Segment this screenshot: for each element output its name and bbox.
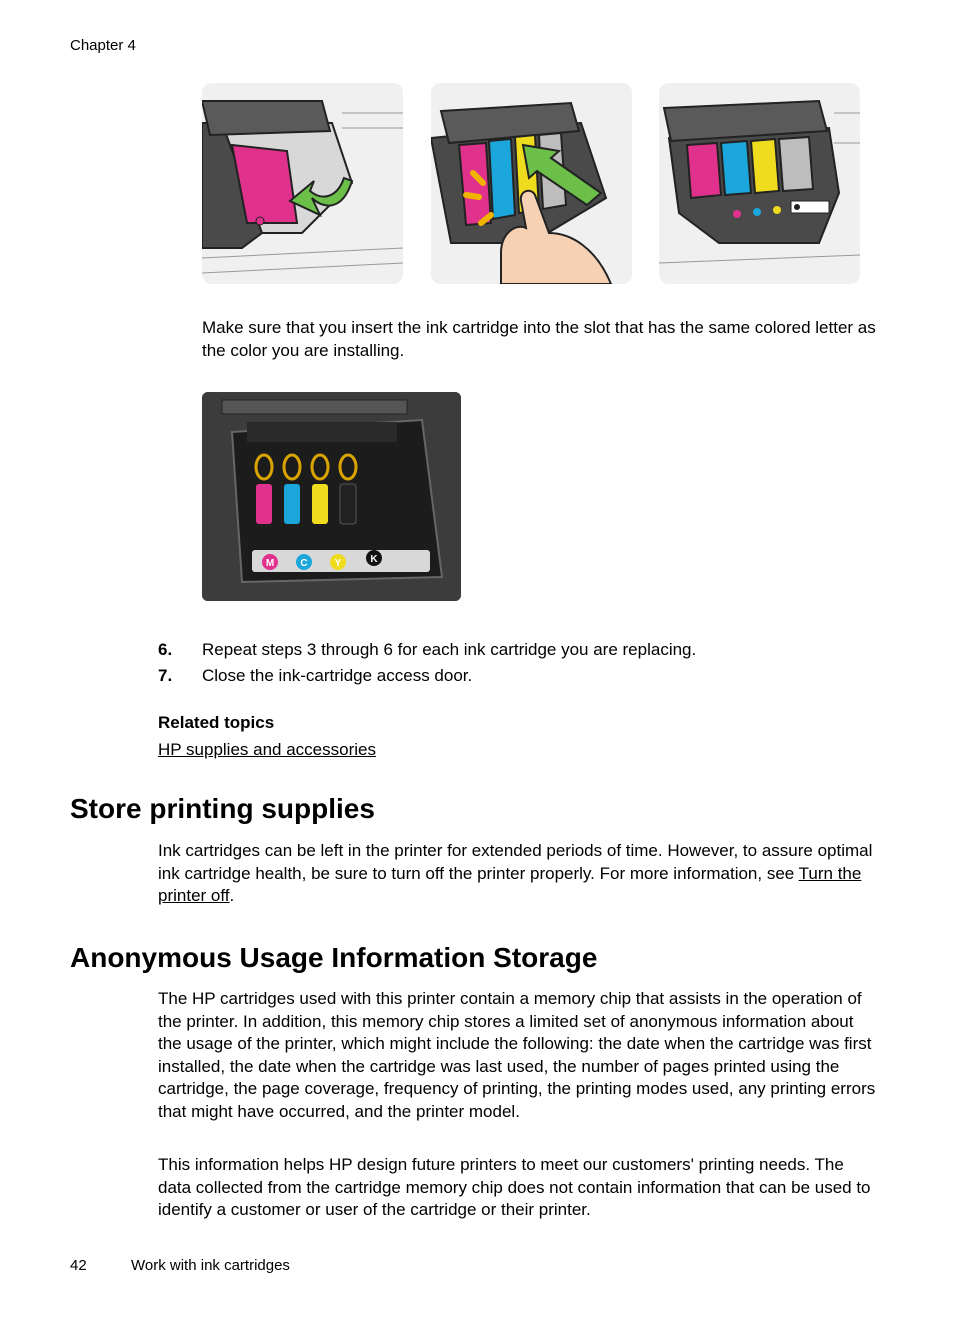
store-paragraph: Ink cartridges can be left in the printe… [158, 840, 878, 908]
slot-label-c: C [300, 558, 307, 569]
step-number: 6. [158, 640, 173, 659]
cartridge-caption: Make sure that you insert the ink cartri… [202, 318, 876, 360]
anonymous-paragraph-2: This information helps HP design future … [158, 1155, 871, 1220]
chapter-label: Chapter 4 [70, 37, 136, 54]
section-title-anonymous: Anonymous Usage Information Storage [70, 942, 598, 973]
illustration-cartridges-installed [659, 83, 860, 284]
hp-supplies-link[interactable]: HP supplies and accessories [158, 740, 376, 759]
related-topics-heading: Related topics [158, 713, 275, 732]
turn-printer-off-link[interactable]: Turn the printer off [158, 863, 862, 906]
anonymous-paragraph-1: The HP cartridges used with this printer… [158, 989, 876, 1121]
footer-title: Work with ink cartridges [131, 1257, 290, 1274]
slot-label-y: Y [335, 558, 342, 569]
slot-label-m: M [266, 558, 274, 569]
section-title-store: Store printing supplies [70, 793, 375, 824]
illustration-insert-cartridge [202, 83, 403, 284]
store-paragraph-text: Ink cartridges can be left in the printe… [158, 841, 873, 883]
illustration-push-cartridge [431, 83, 632, 284]
page-number: 42 [70, 1257, 87, 1274]
step-text: Repeat steps 3 through 6 for each ink ca… [202, 640, 697, 659]
slot-label-k: K [370, 554, 378, 565]
step-text: Close the ink-cartridge access door. [202, 666, 473, 685]
store-paragraph-end: . [229, 886, 235, 906]
photo-cartridge-carriage: M C Y K [202, 392, 461, 601]
step-number: 7. [158, 666, 173, 685]
